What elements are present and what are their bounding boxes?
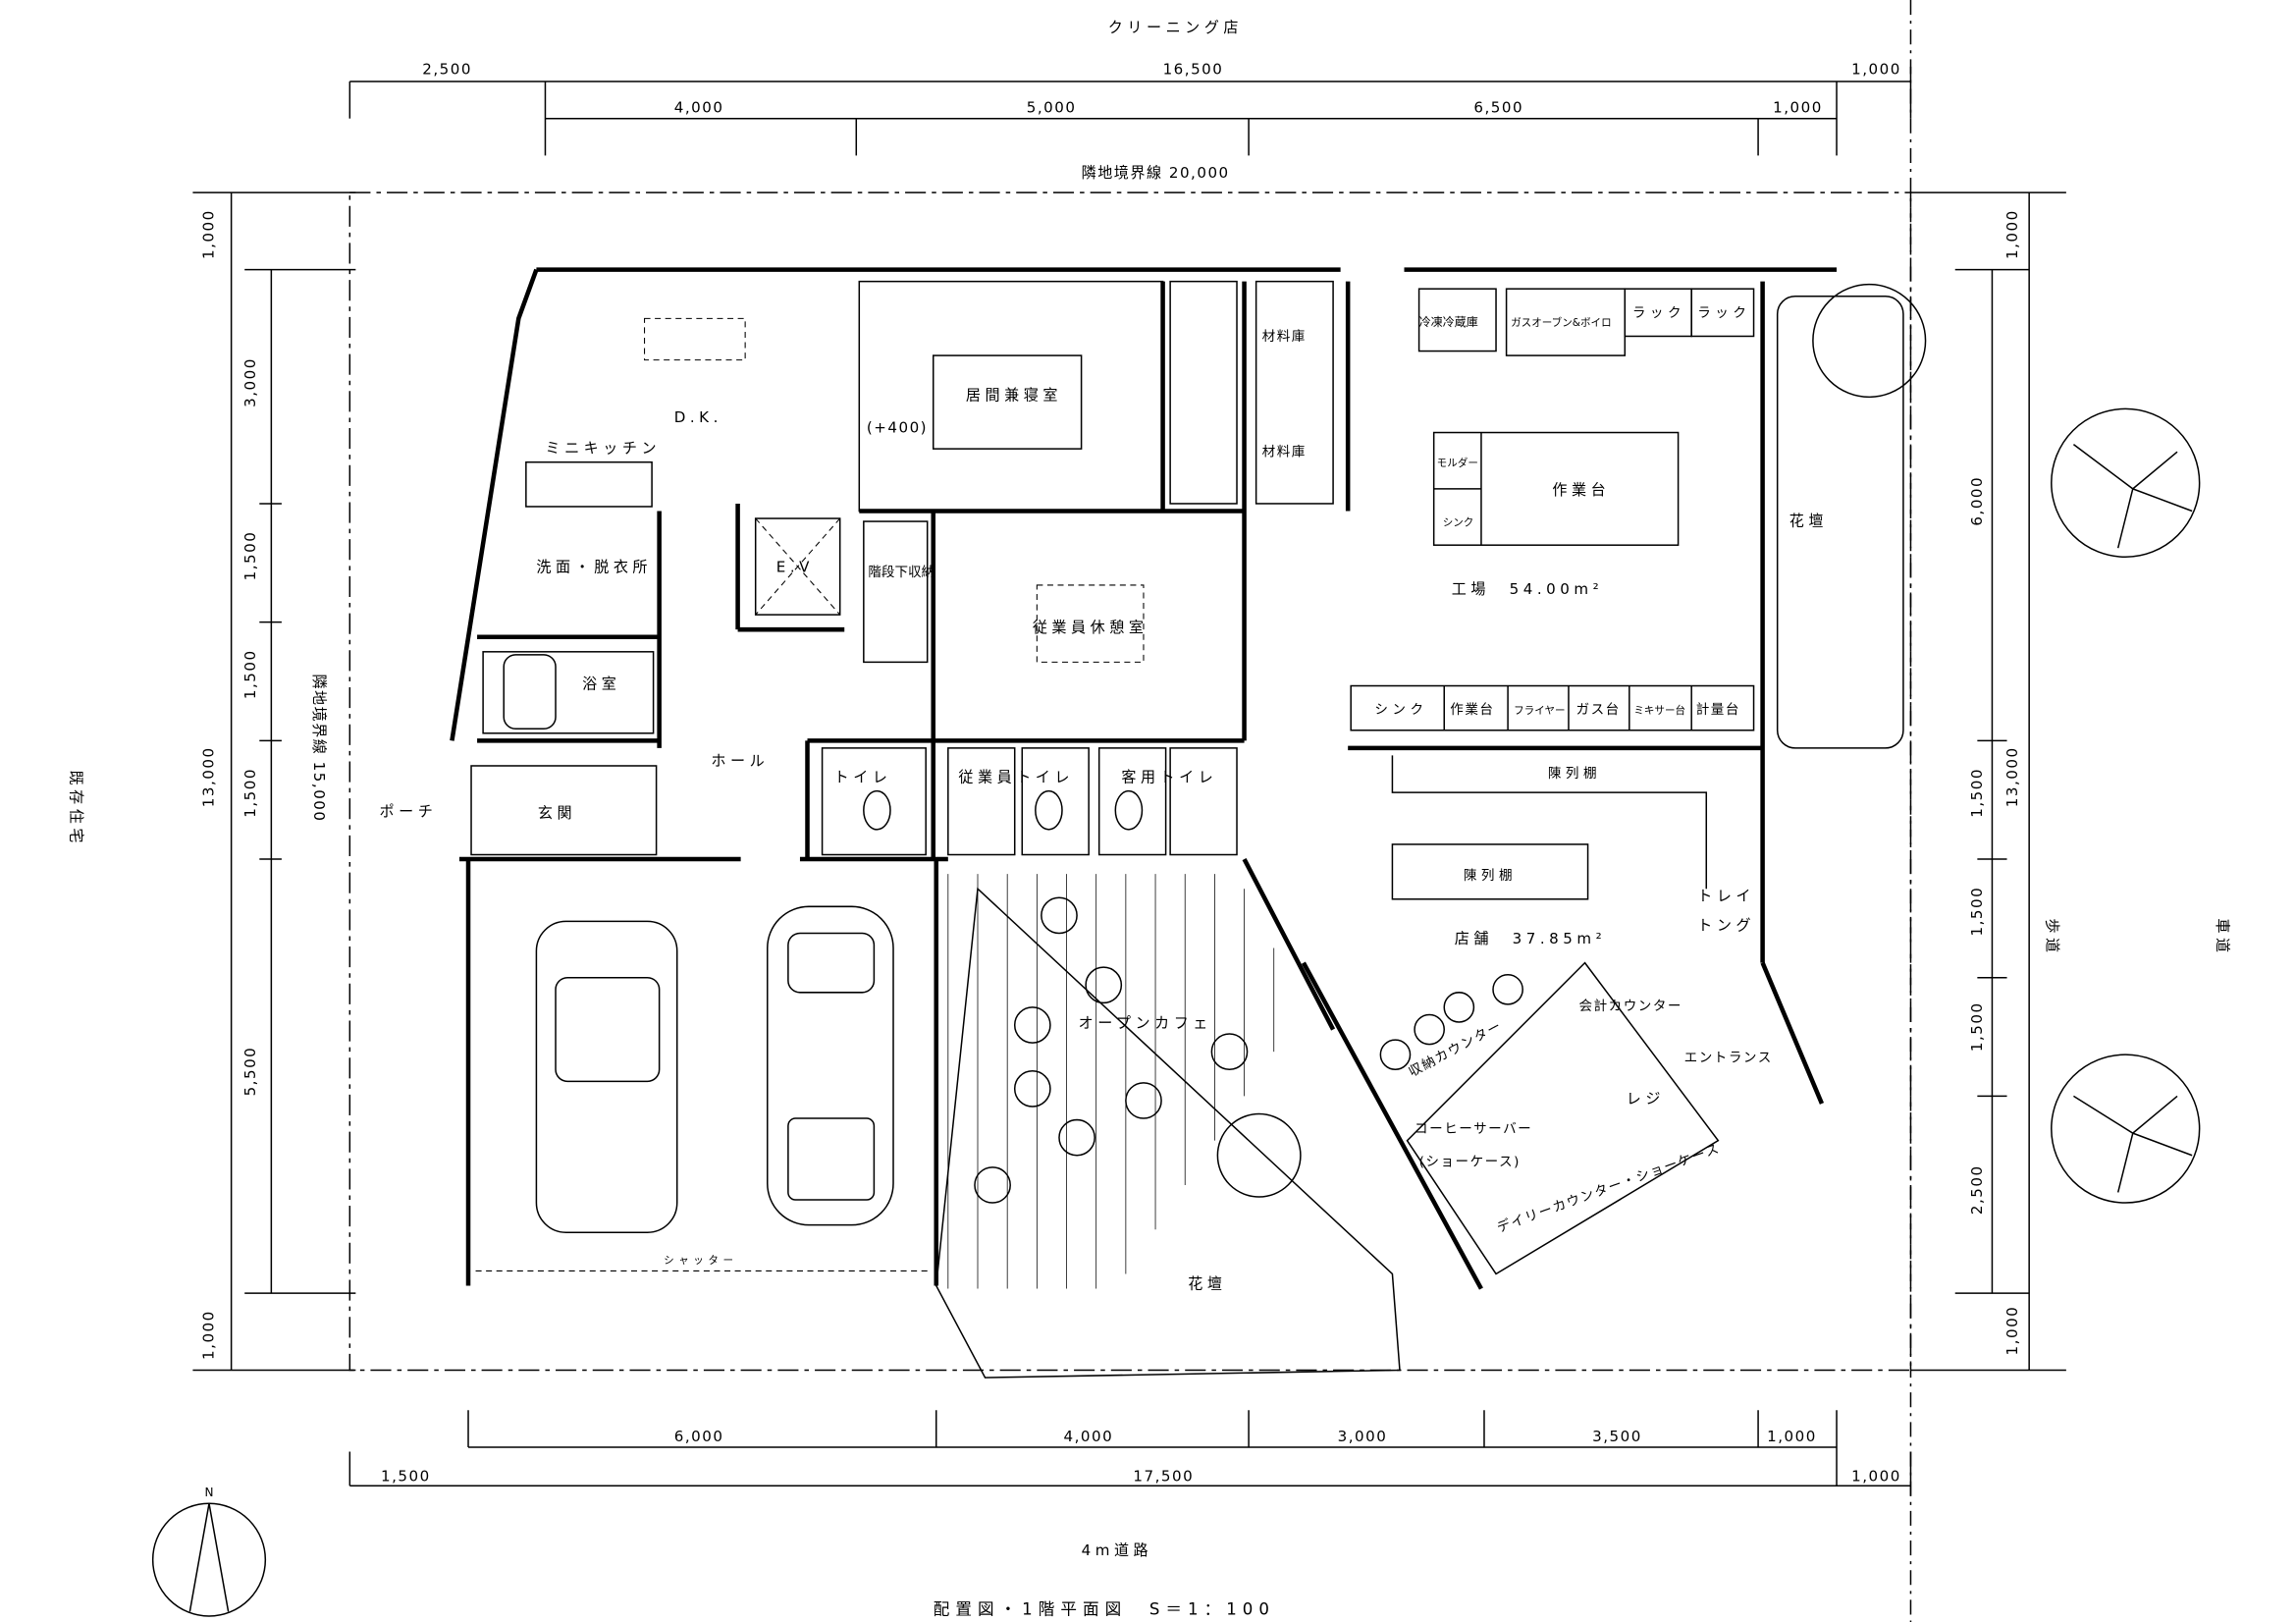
svg-text:(ショーケース): (ショーケース) (1419, 1154, 1521, 1169)
site-boundary (348, 191, 1912, 1372)
svg-text:作業台: 作業台 (1450, 702, 1494, 718)
cafe-tables (974, 896, 1523, 1204)
svg-text:D.K.: D.K. (674, 408, 722, 426)
svg-text:玄関: 玄関 (538, 804, 576, 822)
svg-text:ラック: ラック (1697, 305, 1750, 321)
svg-text:従業員休憩室: 従業員休憩室 (1033, 619, 1148, 636)
svg-text:デイリーカウンター・ショーケース: デイリーカウンター・ショーケース (1495, 1140, 1723, 1236)
svg-text:エントランス: エントランス (1684, 1051, 1773, 1066)
svg-text:ホール: ホール (711, 752, 769, 770)
svg-text:居間兼寝室: 居間兼寝室 (966, 386, 1062, 404)
svg-text:従業員トイレ: 従業員トイレ (958, 769, 1074, 786)
svg-text:トイレ: トイレ (834, 769, 892, 786)
svg-text:(+400): (+400) (867, 419, 928, 437)
svg-text:13,000: 13,000 (200, 746, 218, 807)
roadway-label: 車道 (2214, 918, 2231, 956)
svg-text:16,500: 16,500 (1163, 60, 1224, 78)
cafe-deck (947, 874, 1275, 1289)
svg-text:ラック: ラック (1632, 305, 1685, 321)
svg-text:ミキサー台: ミキサー台 (1633, 704, 1685, 717)
svg-text:冷凍冷蔵庫: 冷凍冷蔵庫 (1419, 315, 1478, 329)
svg-text:1,000: 1,000 (1767, 1428, 1817, 1445)
svg-text:フライヤー: フライヤー (1514, 705, 1565, 717)
svg-text:工場 54.00m²: 工場 54.00m² (1452, 580, 1603, 598)
svg-text:浴室: 浴室 (582, 676, 620, 693)
svg-text:3,000: 3,000 (241, 357, 259, 407)
svg-text:計量台: 計量台 (1696, 702, 1740, 718)
trees (1216, 283, 2201, 1204)
svg-text:1,000: 1,000 (1851, 1468, 1901, 1486)
dimension-lines (192, 0, 2066, 1622)
svg-text:トレイ: トレイ (1697, 887, 1755, 904)
svg-text:1,000: 1,000 (1773, 99, 1823, 117)
svg-text:コーヒーサーバー: コーヒーサーバー (1415, 1121, 1532, 1137)
svg-text:シンク: シンク (1374, 702, 1427, 718)
svg-text:材料庫: 材料庫 (1262, 329, 1307, 345)
svg-text:トング: トング (1697, 916, 1755, 934)
svg-text:1,000: 1,000 (2003, 209, 2021, 259)
svg-text:E.V: E.V (776, 558, 814, 575)
svg-text:5,000: 5,000 (1027, 99, 1077, 117)
svg-text:17,500: 17,500 (1133, 1468, 1194, 1486)
svg-text:モルダー: モルダー (1437, 457, 1478, 469)
svg-text:ガス台: ガス台 (1576, 702, 1621, 718)
neighbor-left-label: 既存住宅 (68, 771, 85, 847)
svg-text:6,000: 6,000 (674, 1428, 724, 1445)
svg-text:作業台: 作業台 (1552, 481, 1610, 499)
svg-text:13,000: 13,000 (2003, 746, 2021, 807)
svg-text:1,500: 1,500 (241, 649, 259, 699)
svg-text:1,000: 1,000 (200, 1310, 218, 1360)
svg-text:レジ: レジ (1627, 1090, 1665, 1108)
svg-text:洗面・脱衣所: 洗面・脱衣所 (536, 558, 652, 575)
svg-text:2,500: 2,500 (422, 60, 472, 78)
svg-text:1,000: 1,000 (200, 209, 218, 259)
svg-text:ガスオーブン&ボイロ: ガスオーブン&ボイロ (1511, 316, 1612, 329)
svg-text:階段下収納: 階段下収納 (868, 565, 934, 580)
north-arrow: N (151, 1486, 267, 1617)
svg-text:5,500: 5,500 (241, 1047, 259, 1097)
svg-text:2,500: 2,500 (1968, 1164, 1986, 1215)
sidewalk-label: 歩道 (2043, 918, 2060, 956)
svg-text:会計カウンター: 会計カウンター (1579, 999, 1682, 1014)
svg-text:陳列棚: 陳列棚 (1548, 766, 1601, 782)
svg-text:6,500: 6,500 (1473, 99, 1523, 117)
svg-text:花壇: 花壇 (1789, 513, 1828, 530)
svg-text:1,500: 1,500 (1968, 1001, 1986, 1052)
svg-text:3,000: 3,000 (1338, 1428, 1388, 1445)
boundary-left-label: 隣地境界線 15,000 (310, 674, 328, 822)
svg-text:ミニキッチン: ミニキッチン (545, 440, 661, 458)
svg-text:1,500: 1,500 (241, 768, 259, 818)
svg-text:陳列棚: 陳列棚 (1464, 868, 1517, 884)
car-right (767, 905, 894, 1226)
road-label: 4m道路 (1082, 1541, 1153, 1559)
svg-text:1,000: 1,000 (1851, 60, 1901, 78)
svg-text:シャッター: シャッター (664, 1255, 737, 1267)
svg-text:1,500: 1,500 (241, 531, 259, 581)
svg-text:シンク: シンク (1443, 517, 1474, 529)
svg-text:1,500: 1,500 (1968, 887, 1986, 937)
svg-text:4,000: 4,000 (1064, 1428, 1114, 1445)
svg-text:材料庫: 材料庫 (1262, 445, 1307, 460)
room-labels: D.K. ミニキッチン 洗面・脱衣所 浴室 玄関 ポーチ ホール E.V 階段下… (379, 305, 1828, 1293)
room-outlines (470, 280, 1904, 1379)
svg-text:店舗 37.85m²: 店舗 37.85m² (1455, 930, 1606, 947)
drawing-title: 配置図・1階平面図 S＝1：100 (934, 1599, 1275, 1618)
svg-text:3,500: 3,500 (1592, 1428, 1642, 1445)
svg-text:花壇: 花壇 (1188, 1275, 1226, 1293)
svg-text:オープンカフェ: オープンカフェ (1079, 1014, 1212, 1032)
svg-text:ポーチ: ポーチ (379, 802, 437, 820)
svg-text:4,000: 4,000 (674, 99, 724, 117)
svg-text:N: N (204, 1486, 213, 1499)
svg-text:1,000: 1,000 (2003, 1306, 2021, 1356)
svg-text:6,000: 6,000 (1968, 476, 1986, 526)
boundary-top-label: 隣地境界線 20,000 (1082, 164, 1230, 182)
svg-text:客用トイレ: 客用トイレ (1121, 769, 1217, 786)
svg-text:1,500: 1,500 (1968, 768, 1986, 818)
neighbor-top-label: クリーニング店 (1108, 19, 1243, 36)
car-left (535, 920, 678, 1233)
dimension-texts: 2,500 16,500 1,000 4,000 5,000 6,500 1,0… (200, 60, 2022, 1485)
svg-text:1,500: 1,500 (381, 1468, 431, 1486)
svg-text:収納カウンター: 収納カウンター (1406, 1018, 1505, 1081)
